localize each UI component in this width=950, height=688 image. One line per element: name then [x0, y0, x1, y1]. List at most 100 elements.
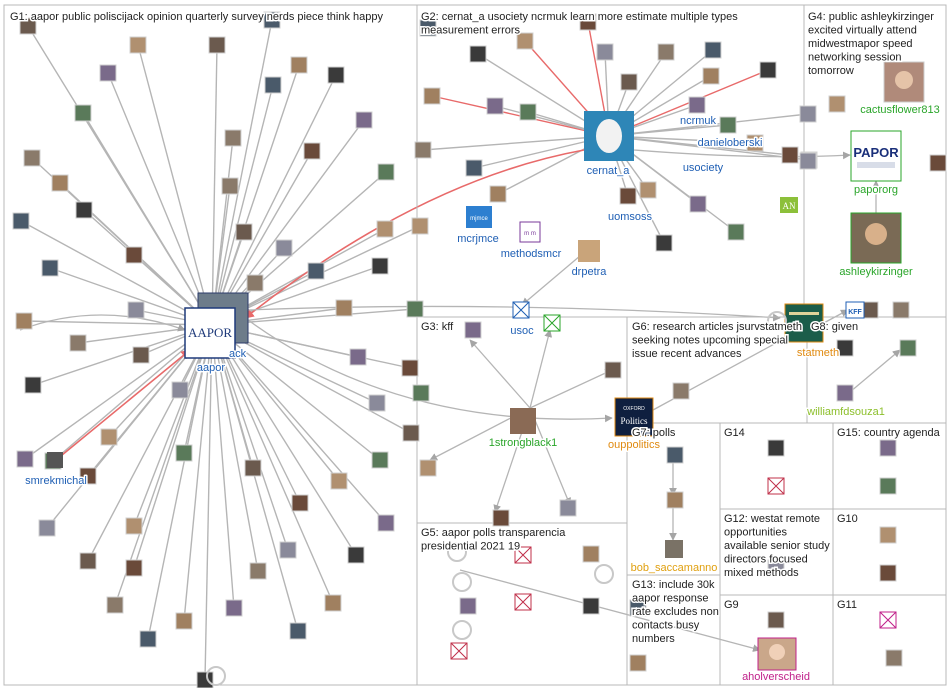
avatar-node[interactable]: [828, 95, 846, 113]
avatar-node[interactable]: [879, 477, 897, 495]
strongblack1-node[interactable]: [510, 408, 536, 434]
avatar-node[interactable]: [620, 73, 638, 91]
avatar-node[interactable]: [244, 459, 262, 477]
avatar-node[interactable]: [639, 181, 657, 199]
avatar-node[interactable]: [596, 43, 614, 61]
avatar-node[interactable]: [423, 87, 441, 105]
avatar-node[interactable]: [74, 104, 92, 122]
avatar-node[interactable]: [24, 376, 42, 394]
avatar-node[interactable]: [290, 56, 308, 74]
avatar-node[interactable]: [619, 187, 637, 205]
avatar-node[interactable]: [767, 439, 785, 457]
avatar-node[interactable]: [759, 61, 777, 79]
avatar-node[interactable]: [368, 394, 386, 412]
avatar-node[interactable]: [767, 559, 785, 577]
avatar-node[interactable]: [106, 596, 124, 614]
avatar-node[interactable]: [125, 246, 143, 264]
avatar-node[interactable]: [125, 559, 143, 577]
avatar-node[interactable]: [516, 32, 534, 50]
avatar-node[interactable]: [464, 321, 482, 339]
avatar-node[interactable]: [836, 339, 854, 357]
avatar-node[interactable]: [51, 174, 69, 192]
bob-saccamanno-node[interactable]: [665, 540, 683, 558]
avatar-node[interactable]: [629, 654, 647, 672]
avatar-node[interactable]: [263, 11, 281, 29]
avatar-node[interactable]: [629, 599, 647, 617]
avatar-node[interactable]: [264, 76, 282, 94]
avatar-node[interactable]: [327, 66, 345, 84]
avatar-node[interactable]: [246, 274, 264, 292]
avatar-node[interactable]: [221, 177, 239, 195]
avatar-node[interactable]: [79, 552, 97, 570]
avatar-node[interactable]: [459, 597, 477, 615]
avatar-node[interactable]: [335, 299, 353, 317]
avatar-node[interactable]: [704, 41, 722, 59]
avatar-node[interactable]: [879, 526, 897, 544]
avatar-node[interactable]: [279, 541, 297, 559]
avatar-node[interactable]: [289, 622, 307, 640]
avatar-node[interactable]: [376, 220, 394, 238]
avatar-node[interactable]: [746, 134, 764, 152]
avatar-node[interactable]: [582, 597, 600, 615]
avatar-node[interactable]: [129, 36, 147, 54]
avatar-node[interactable]: [929, 154, 947, 172]
avatar-node[interactable]: [559, 499, 577, 517]
avatar-node[interactable]: [225, 599, 243, 617]
an-node[interactable]: [780, 197, 798, 213]
avatar-node[interactable]: [657, 43, 675, 61]
avatar-node[interactable]: [139, 630, 157, 648]
avatar-node[interactable]: [655, 234, 673, 252]
avatar-node[interactable]: [69, 334, 87, 352]
avatar-node[interactable]: [303, 142, 321, 160]
avatar-node[interactable]: [249, 562, 267, 580]
avatar-node[interactable]: [99, 64, 117, 82]
avatar-node[interactable]: [171, 381, 189, 399]
methodsmcr-node[interactable]: [519, 221, 541, 243]
avatar-node[interactable]: [406, 300, 424, 318]
avatar-node[interactable]: [519, 103, 537, 121]
avatar-node[interactable]: [175, 612, 193, 630]
avatar-node[interactable]: [879, 439, 897, 457]
avatar-node[interactable]: [666, 491, 684, 509]
avatar-node[interactable]: [291, 494, 309, 512]
aapor-logo-node[interactable]: [184, 307, 236, 359]
avatar-node[interactable]: [208, 36, 226, 54]
avatar-node[interactable]: [377, 514, 395, 532]
avatar-node[interactable]: [38, 519, 56, 537]
avatar-node[interactable]: [666, 446, 684, 464]
avatar-node[interactable]: [489, 185, 507, 203]
avatar-node[interactable]: [79, 467, 97, 485]
avatar-node[interactable]: [349, 348, 367, 366]
avatar-node[interactable]: [486, 97, 504, 115]
avatar-node[interactable]: [196, 671, 214, 688]
avatar-node[interactable]: [330, 472, 348, 490]
avatar-node[interactable]: [419, 19, 437, 37]
kff-node[interactable]: [845, 301, 865, 319]
avatar-node[interactable]: [579, 13, 597, 31]
avatar-node[interactable]: [412, 384, 430, 402]
avatar-node[interactable]: [224, 129, 242, 147]
avatar-node[interactable]: [899, 339, 917, 357]
avatar-node[interactable]: [672, 382, 690, 400]
avatar-node[interactable]: [414, 141, 432, 159]
avatar-node[interactable]: [371, 257, 389, 275]
avatar-node[interactable]: [355, 111, 373, 129]
ouppolitics-node[interactable]: [614, 397, 654, 437]
avatar-node[interactable]: [727, 223, 745, 241]
avatar-node[interactable]: [469, 45, 487, 63]
avatar-node[interactable]: [175, 444, 193, 462]
avatar-node[interactable]: [275, 239, 293, 257]
avatar-node[interactable]: [767, 611, 785, 629]
avatar-node[interactable]: [41, 259, 59, 277]
avatar-node[interactable]: [377, 163, 395, 181]
avatar-node[interactable]: [799, 105, 817, 123]
avatar-node[interactable]: [347, 546, 365, 564]
avatar-node[interactable]: [879, 564, 897, 582]
avatar-node[interactable]: [892, 301, 910, 319]
avatar-node[interactable]: [402, 424, 420, 442]
avatar-node[interactable]: [15, 312, 33, 330]
mcrjmce-node[interactable]: [466, 206, 492, 228]
papororg-node[interactable]: [850, 130, 902, 182]
avatar-node[interactable]: [604, 361, 622, 379]
avatar-node[interactable]: [23, 149, 41, 167]
